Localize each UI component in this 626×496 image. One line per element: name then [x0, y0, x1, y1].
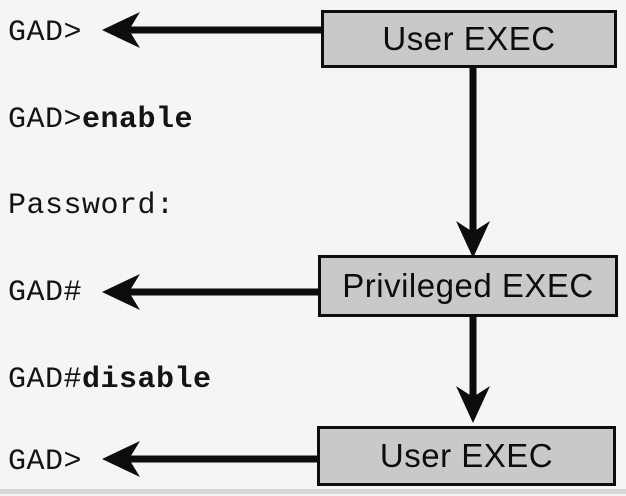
terminal-line: GAD# — [8, 276, 82, 310]
terminal-prompt: GAD> — [8, 103, 83, 137]
left-arrow-icon — [102, 441, 324, 477]
terminal-prompt: GAD> — [8, 16, 83, 50]
flow-box-user-exec-bottom: User EXEC — [317, 426, 616, 486]
terminal-prompt: GAD> — [8, 445, 83, 479]
terminal-prompt: GAD# — [8, 363, 83, 397]
flow-box-label: User EXEC — [379, 437, 554, 474]
down-arrow-icon — [456, 66, 490, 258]
bottom-edge-band — [0, 489, 626, 494]
down-arrow-icon — [456, 315, 490, 423]
terminal-prompt: GAD# — [8, 276, 83, 310]
terminal-line: Password: — [8, 189, 175, 223]
left-arrow-icon — [102, 12, 324, 48]
flow-box-privileged-exec: Privileged EXEC — [318, 255, 618, 317]
terminal-command: disable — [82, 363, 212, 397]
flow-box-user-exec-top: User EXEC — [321, 10, 617, 68]
terminal-line: GAD>enable — [8, 103, 193, 137]
left-arrow-icon — [102, 274, 324, 310]
terminal-prompt: Password: — [8, 189, 175, 223]
terminal-line: GAD> — [8, 16, 82, 50]
terminal-line: GAD> — [8, 445, 82, 479]
terminal-command: enable — [82, 103, 194, 137]
flow-box-label: User EXEC — [382, 20, 556, 57]
terminal-line: GAD#disable — [8, 363, 212, 397]
flow-box-label: Privileged EXEC — [342, 267, 594, 304]
